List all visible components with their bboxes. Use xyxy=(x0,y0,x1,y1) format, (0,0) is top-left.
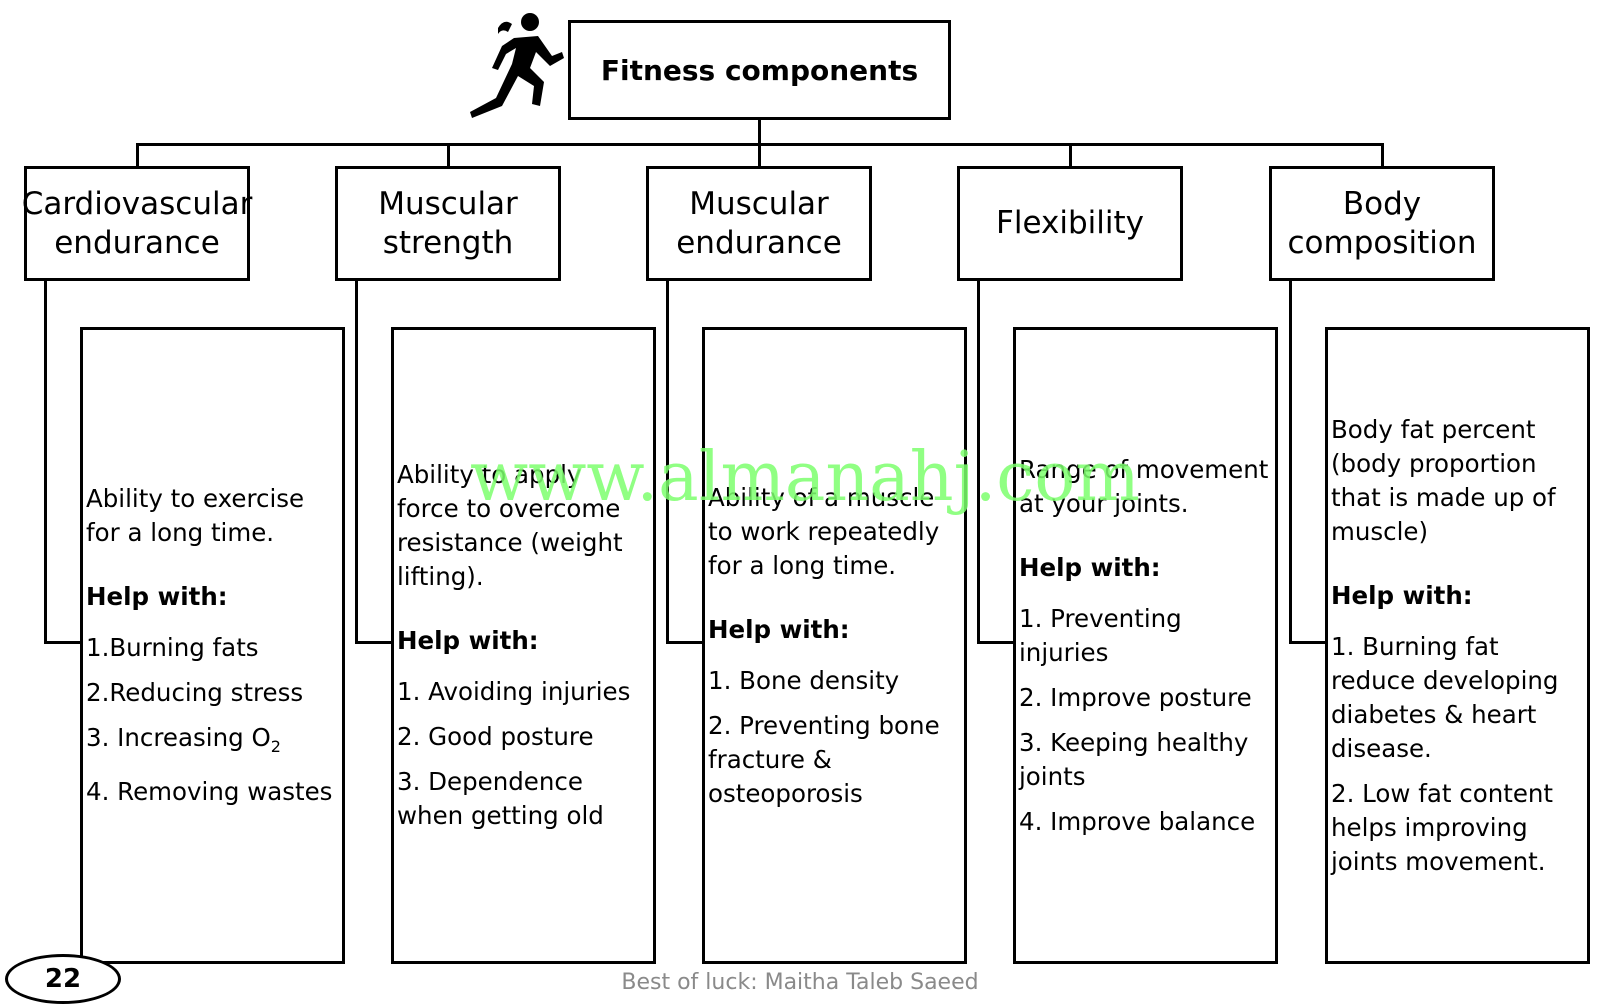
benefit-text: 2. Preventing bone fracture & osteoporos… xyxy=(708,710,940,808)
benefit-item: 2. Preventing bone fracture & osteoporos… xyxy=(708,709,961,811)
help-with-label: Help with: xyxy=(86,582,228,612)
elbow-horizontal-2 xyxy=(355,641,391,644)
help-with-label: Help with: xyxy=(1331,580,1473,610)
benefit-item: 1.Burning fats xyxy=(86,631,339,665)
benefit-text: 1.Burning fats xyxy=(86,633,259,663)
benefit-text: 3. Keeping healthy joints xyxy=(1019,727,1249,791)
benefit-item: 4. Removing wastes xyxy=(86,775,339,809)
component-description: Range of movement at your joints. xyxy=(1019,454,1269,518)
elbow-vertical-3 xyxy=(666,278,669,641)
diagram-title: Fitness components xyxy=(600,53,919,87)
benefit-item: 2. Good posture xyxy=(397,720,650,754)
benefit-text: 2.Reducing stress xyxy=(86,678,304,708)
benefit-item: 3. Increasing O2 xyxy=(86,721,339,764)
component-name: Cardiovascular endurance xyxy=(21,185,253,261)
branch-line-3 xyxy=(758,143,761,167)
benefit-text: 2. Improve posture xyxy=(1019,682,1252,712)
detail-box-4: Range of movement at your joints. Help wi… xyxy=(1013,327,1278,964)
component-box-1: Cardiovascular endurance xyxy=(21,166,253,281)
component-box-2: Muscular strength xyxy=(335,166,561,281)
elbow-vertical-2 xyxy=(355,278,358,641)
benefit-item: 1. Burning fat reduce developing diabete… xyxy=(1331,630,1584,766)
elbow-vertical-5 xyxy=(1289,278,1292,641)
benefit-item: 2.Reducing stress xyxy=(86,676,339,710)
component-description: Body fat percent (body proportion that i… xyxy=(1331,414,1556,546)
benefit-text: 2. Low fat content helps improving joint… xyxy=(1331,778,1554,876)
benefit-text: 1. Avoiding injuries xyxy=(397,677,631,706)
component-name: Muscular strength xyxy=(378,185,518,261)
runner-icon xyxy=(470,13,564,118)
help-with-label: Help with: xyxy=(397,626,539,655)
elbow-horizontal-1 xyxy=(44,641,80,644)
elbow-horizontal-3 xyxy=(666,641,702,644)
component-box-3: Muscular endurance xyxy=(646,166,872,281)
branch-line-1 xyxy=(136,143,139,167)
elbow-vertical-4 xyxy=(977,278,980,641)
benefit-text: 1. Bone density xyxy=(708,665,900,695)
benefit-item: 3. Keeping healthy joints xyxy=(1019,726,1272,794)
benefit-text: 3. Dependence when getting old xyxy=(397,767,604,830)
component-name: Body composition xyxy=(1287,185,1477,261)
help-with-label: Help with: xyxy=(1019,552,1161,582)
detail-box-2: Ability to apply force to overcome resis… xyxy=(391,327,656,964)
title-box: Fitness components xyxy=(568,20,951,120)
benefit-text: 2. Good posture xyxy=(397,722,594,751)
help-with-label: Help with: xyxy=(708,614,850,644)
benefit-item: 1. Avoiding injuries xyxy=(397,675,650,709)
elbow-horizontal-5 xyxy=(1289,641,1325,644)
branch-line-4 xyxy=(1069,143,1072,167)
page-number: 22 xyxy=(5,954,121,1004)
benefit-text: 1. Burning fat reduce developing diabete… xyxy=(1331,631,1559,763)
component-description: Ability to apply force to overcome resis… xyxy=(397,460,623,591)
component-box-4: Flexibility xyxy=(957,166,1183,281)
component-description: Ability to exercise for a long time. xyxy=(86,484,305,548)
title-stem xyxy=(758,120,761,144)
branch-line-2 xyxy=(447,143,450,167)
detail-box-5: Body fat percent (body proportion that i… xyxy=(1325,327,1590,964)
benefit-item: 1. Preventing injuries xyxy=(1019,602,1272,670)
benefit-item: 2. Improve posture xyxy=(1019,681,1272,715)
component-description: Ability of a muscle to work repeatedly f… xyxy=(708,482,940,580)
benefit-item: 3. Dependence when getting old xyxy=(397,765,650,833)
component-box-5: Body composition xyxy=(1269,166,1495,281)
component-name: Flexibility xyxy=(996,205,1144,241)
benefit-item: 1. Bone density xyxy=(708,664,961,698)
benefit-text: 3. Increasing O xyxy=(86,723,271,753)
branch-line-5 xyxy=(1381,143,1384,167)
benefit-item: 4. Improve balance xyxy=(1019,805,1272,839)
elbow-vertical-1 xyxy=(44,278,47,641)
detail-box-3: Ability of a muscle to work repeatedly f… xyxy=(702,327,967,964)
benefit-item: 2. Low fat content helps improving joint… xyxy=(1331,777,1584,879)
benefit-text: 4. Improve balance xyxy=(1019,806,1256,836)
credit-text: Best of luck: Maitha Taleb Saeed xyxy=(621,970,979,995)
elbow-horizontal-4 xyxy=(977,641,1013,644)
detail-box-1: Ability to exercise for a long time. Help… xyxy=(80,327,345,964)
benefit-text: 1. Preventing injuries xyxy=(1019,603,1182,667)
component-name: Muscular endurance xyxy=(676,185,842,261)
benefit-text: 4. Removing wastes xyxy=(86,776,333,806)
subscript-2: 2 xyxy=(270,736,281,756)
